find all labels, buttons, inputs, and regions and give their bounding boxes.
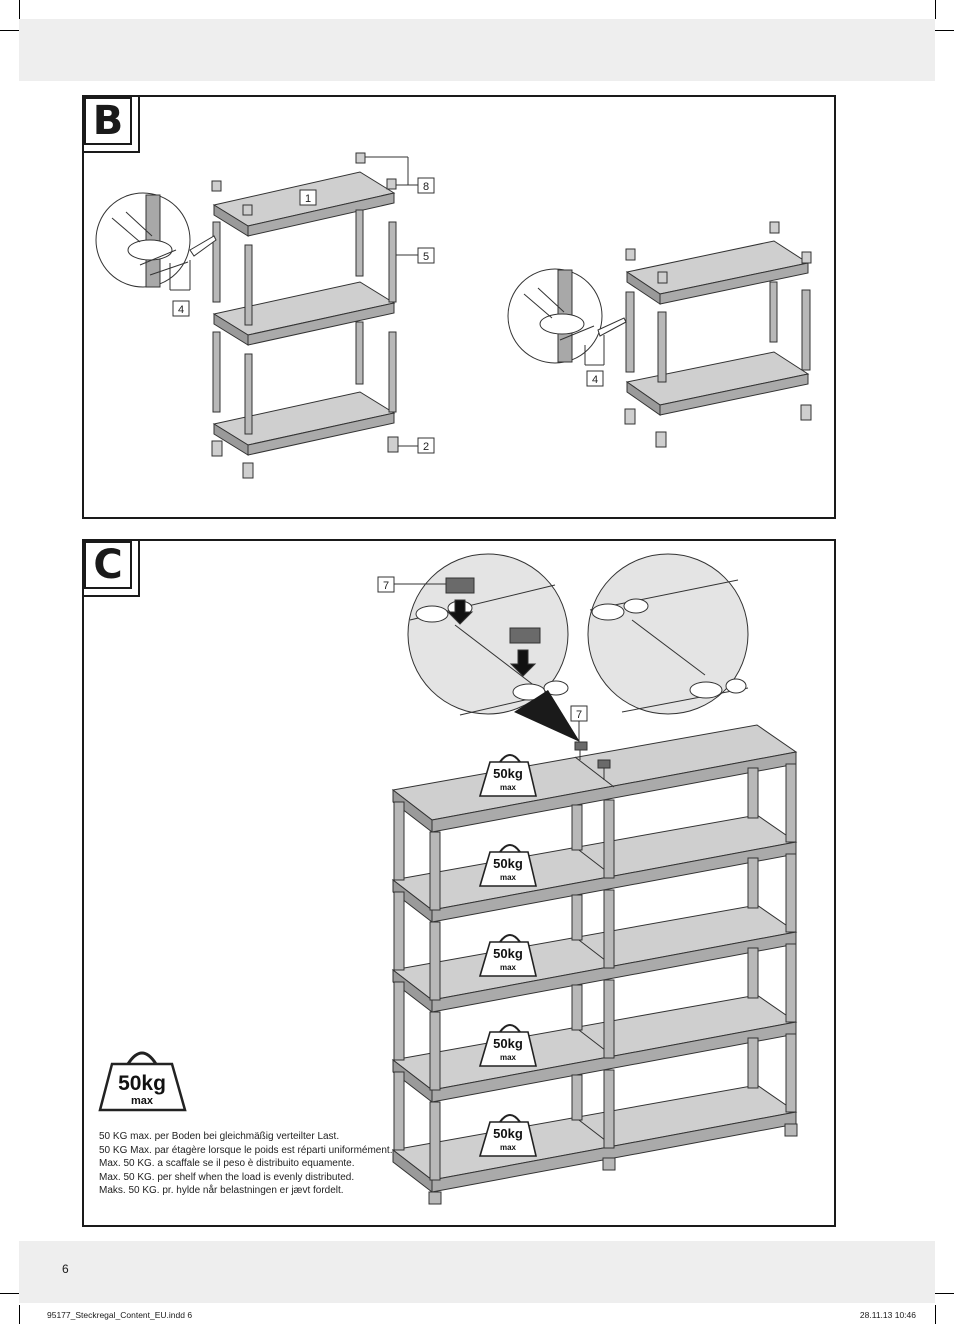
shelf-1-weight-value: 50kg (493, 766, 523, 781)
step-c-letter: C (93, 542, 123, 588)
detail-pointer (514, 690, 580, 742)
assembly-step-b-panel: B (82, 95, 836, 519)
weight-icon-shelf-5 (478, 1114, 538, 1157)
shelf-4-weight-suffix: max (500, 1053, 517, 1062)
shelf-5-weight-value: 50kg (493, 1126, 523, 1141)
step-b-letter: B (92, 98, 124, 144)
footer-filename: 95177_Steckregal_Content_EU.indd 6 (47, 1310, 193, 1320)
crop-mark (935, 1305, 936, 1324)
callout-box-tube: 5 (417, 247, 435, 264)
pin-detail-circle-right (507, 268, 627, 366)
shelf-2-weight-suffix: max (500, 873, 517, 882)
shelf-1-weight-suffix: max (500, 783, 517, 792)
callout-label-tube: 5 (423, 251, 429, 263)
note-de: 50 KG max. per Boden bei gleichmäßig ver… (99, 1131, 340, 1142)
crop-mark (935, 1293, 954, 1294)
callout-label-connector-top: 7 (383, 580, 389, 592)
callout-box-connector-top: 7 (377, 576, 446, 593)
crop-mark (0, 30, 19, 31)
callout-box-shelf: 1 (299, 189, 317, 206)
callout-box-connector-shelf: 7 (570, 705, 588, 742)
shelf-4-weight-value: 50kg (493, 1036, 523, 1051)
connector-detail-circle-left (407, 553, 569, 716)
callout-box-pin-left: 4 (172, 300, 190, 317)
callout-label-pin-right: 4 (592, 374, 598, 386)
shelf-5-weight-suffix: max (500, 1143, 517, 1152)
step-b-badge: B (84, 97, 140, 153)
note-fr: 50 KG Max. par étagère lorsque le poids … (99, 1144, 393, 1156)
callout-label-shelf: 1 (305, 193, 311, 205)
callout-label-foot: 2 (423, 441, 429, 453)
shelf-3-weight-suffix: max (500, 963, 517, 972)
page-number: 6 (62, 1262, 69, 1276)
step-c-badge-frame: C (84, 541, 132, 589)
callout-label-pin-left: 4 (178, 304, 184, 316)
crop-mark (19, 1305, 20, 1324)
note-it: Max. 50 KG. a scaffale se il peso è dist… (99, 1158, 355, 1169)
weight-icon-shelf-4 (478, 1024, 538, 1067)
five-tier-double-shelf (391, 724, 798, 1205)
shelf-3-weight-value: 50kg (493, 946, 523, 961)
step-b-badge-frame: B (84, 97, 132, 145)
callout-box-foot: 2 (417, 437, 435, 454)
large-weight-value: 50kg (118, 1072, 166, 1095)
weight-icon-shelf-3 (478, 934, 538, 977)
callout-box-cap: 8 (417, 177, 435, 194)
callout-label-connector-shelf: 7 (576, 709, 582, 721)
crop-mark (19, 0, 20, 19)
weight-icon-shelf-2 (478, 844, 538, 887)
pin-detail-circle-left (95, 192, 217, 291)
assembly-step-c-panel: C (82, 539, 836, 1227)
crop-mark (935, 0, 936, 19)
load-notes: 50 KG max. per Boden bei gleichmäßig ver… (99, 1130, 393, 1198)
header-band (19, 19, 935, 81)
callout-label-cap: 8 (423, 181, 429, 193)
footer-datetime: 28.11.13 10:46 (859, 1310, 916, 1320)
large-weight-suffix: max (131, 1095, 154, 1107)
callout-box-pin-right: 4 (586, 370, 604, 387)
two-tier-shelf-view (624, 221, 812, 448)
connector-detail-circle-right (587, 553, 749, 715)
footer-band (19, 1241, 935, 1303)
crop-mark (0, 1293, 19, 1294)
note-en: Max. 50 KG. per shelf when the load is e… (99, 1171, 355, 1183)
crop-mark (935, 30, 954, 31)
note-da: Maks. 50 KG. pr. hylde når belastningen … (99, 1185, 344, 1196)
weight-icon-shelf-1 (478, 754, 538, 797)
step-c-badge: C (84, 541, 140, 597)
shelf-2-weight-value: 50kg (493, 856, 523, 871)
weight-icon-large: 50kg max (98, 1051, 187, 1112)
